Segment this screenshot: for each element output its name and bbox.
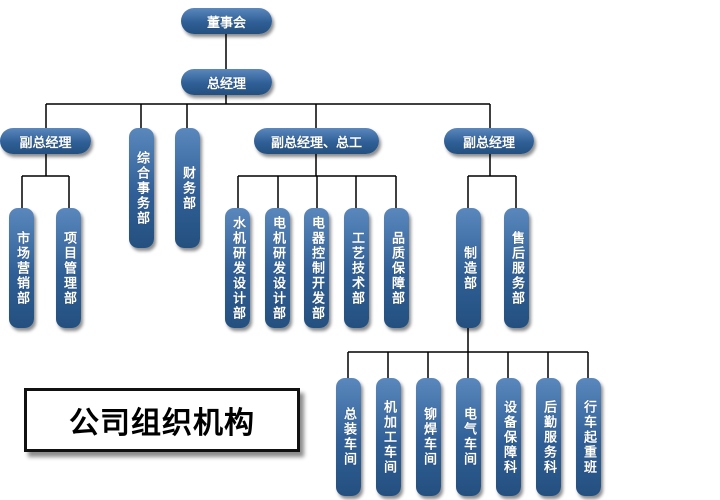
- node-process-tech-dept: 工艺技术部: [344, 208, 369, 328]
- node-electrical-control-dept: 电器控制开发部: [304, 208, 329, 328]
- node-electrical-shop: 电气车间: [456, 378, 481, 496]
- connector-workshop-bus: [347, 328, 589, 378]
- node-admin-dept: 综合事务部: [129, 128, 154, 248]
- connector-engineer-bus: [237, 152, 397, 208]
- node-vp-chief-engineer: 副总经理、总工: [254, 128, 379, 154]
- node-manufacturing-dept: 制造部: [456, 208, 481, 328]
- connector-production-bus: [467, 152, 517, 208]
- node-equipment-section: 设备保障科: [496, 378, 521, 496]
- node-marketing-dept: 市场营销部: [9, 208, 34, 328]
- connector-sales-bus: [21, 152, 70, 208]
- node-welding-shop: 铆焊车间: [416, 378, 441, 496]
- node-vp-sales: 副总经理: [0, 128, 91, 154]
- node-finance-dept: 财务部: [175, 128, 200, 248]
- node-crane-team: 行车起重班: [576, 378, 601, 496]
- node-project-mgmt-dept: 项目管理部: [56, 208, 81, 328]
- node-general-manager: 总经理: [181, 69, 272, 95]
- chart-title: 公司组织机构: [24, 388, 300, 452]
- node-hydro-rd-dept: 水机研发设计部: [225, 208, 250, 328]
- node-assembly-shop: 总装车间: [336, 378, 361, 496]
- node-after-sales-dept: 售后服务部: [504, 208, 529, 328]
- node-logistics-section: 后勤服务科: [536, 378, 561, 496]
- node-board: 董事会: [181, 8, 272, 34]
- node-vp-production: 副总经理: [444, 128, 534, 154]
- node-quality-dept: 品质保障部: [384, 208, 409, 328]
- node-elec-machine-rd-dept: 电机研发设计部: [265, 208, 290, 328]
- node-machining-shop: 机加工车间: [376, 378, 401, 496]
